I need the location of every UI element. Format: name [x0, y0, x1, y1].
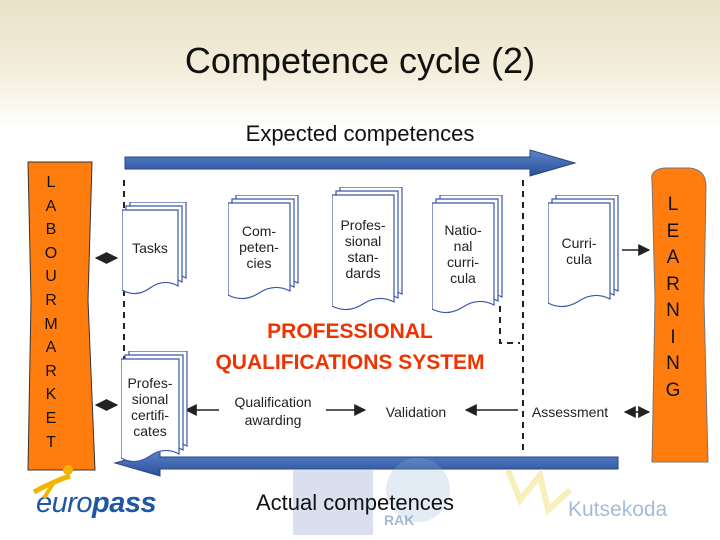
document-label: Curri-cula [548, 235, 610, 267]
document-label-line: Natio- [444, 222, 482, 238]
header-background [0, 0, 720, 130]
document-stack-shape [432, 195, 503, 314]
letter: R [45, 291, 57, 309]
document-label-line: certifi- [130, 406, 170, 423]
qualification-awarding-label: Qualification awarding [218, 393, 328, 429]
kutsekoda-logo: Kutsekoda [568, 498, 668, 521]
document-stack-shape [122, 202, 187, 295]
document-label-line: Tasks [132, 240, 168, 256]
document-label-line: nal [453, 238, 473, 254]
document-label-line: peten- [239, 239, 279, 255]
slide-title: Competence cycle (2) [184, 40, 536, 81]
letter: U [45, 268, 57, 286]
document-label-line: dards [345, 264, 381, 281]
letter: M [44, 315, 58, 333]
letter: A [45, 339, 57, 357]
kutsekoda-sun-mark [505, 468, 573, 516]
document-label-line: curri- [447, 254, 479, 270]
pqs-title-line1: PROFESSIONAL [267, 320, 433, 343]
label-line: Qualification [234, 394, 312, 410]
letter: T [46, 433, 56, 451]
assessment-label: Assessment [531, 404, 609, 420]
document-label-line: stan- [347, 248, 379, 265]
letter: L [667, 194, 679, 215]
tasks-document: Tasks [122, 202, 188, 298]
letter: N [666, 300, 680, 321]
learning-letters: L E A R N I N G [662, 192, 684, 404]
learning-shape [651, 167, 709, 463]
letter: B [45, 221, 57, 239]
letter: R [45, 362, 57, 380]
document-label-line: cula [566, 251, 592, 267]
rak-logo: RAK [384, 512, 415, 528]
letter: E [45, 409, 57, 427]
document-label-line: cula [450, 270, 476, 286]
expected-competences-label: Expected competences [245, 121, 475, 146]
validation-label: Validation [385, 404, 447, 420]
europass-figure-icon [32, 465, 73, 500]
expected-arrow [124, 149, 577, 177]
letter: L [46, 174, 56, 191]
letter: A [45, 197, 57, 215]
curricula-connector [499, 306, 520, 344]
document-stack-shape [121, 351, 188, 463]
eu-flag-logo [293, 470, 373, 535]
letter: N [666, 353, 680, 374]
europass-logo-part2: pass [92, 487, 157, 519]
document-label-line: Com- [241, 223, 277, 239]
document-label-line: cies [246, 255, 272, 271]
document-label-line: sional [131, 390, 169, 407]
pqs-title-line2: QUALIFICATIONS SYSTEM [215, 351, 485, 374]
label-line: awarding [244, 412, 302, 428]
document-label-line: Curri- [561, 235, 597, 251]
letter: G [665, 379, 681, 401]
actual-competences-label: Actual competences [255, 490, 455, 515]
letter: K [45, 386, 57, 404]
document-label-line: Profes- [340, 216, 386, 233]
document-stack-shape [228, 195, 299, 300]
letter: O [44, 244, 58, 262]
document-label-line: cates [133, 422, 167, 439]
document-label-line: Profes- [127, 374, 173, 391]
document-stack-shape [332, 187, 403, 311]
labour-market-shape [27, 161, 96, 471]
letter: A [666, 247, 680, 268]
document-stack-shape [548, 195, 619, 308]
document-label: Tasks [122, 240, 178, 256]
letter: I [670, 326, 676, 348]
professional-qualifications-system-title: PROFESSIONAL QUALIFICATIONS SYSTEM [190, 316, 510, 378]
letter: E [666, 220, 680, 242]
competencies-document: Com-peten-cies [228, 195, 300, 303]
curricula-document: Curri-cula [548, 195, 620, 311]
document-label-line: sional [344, 232, 382, 249]
letter: R [666, 273, 680, 295]
labour-market-letters: L A B O U R M A R K E T [40, 171, 62, 454]
document-label: Com-peten-cies [228, 223, 290, 271]
rak-logo-circle [386, 458, 450, 522]
